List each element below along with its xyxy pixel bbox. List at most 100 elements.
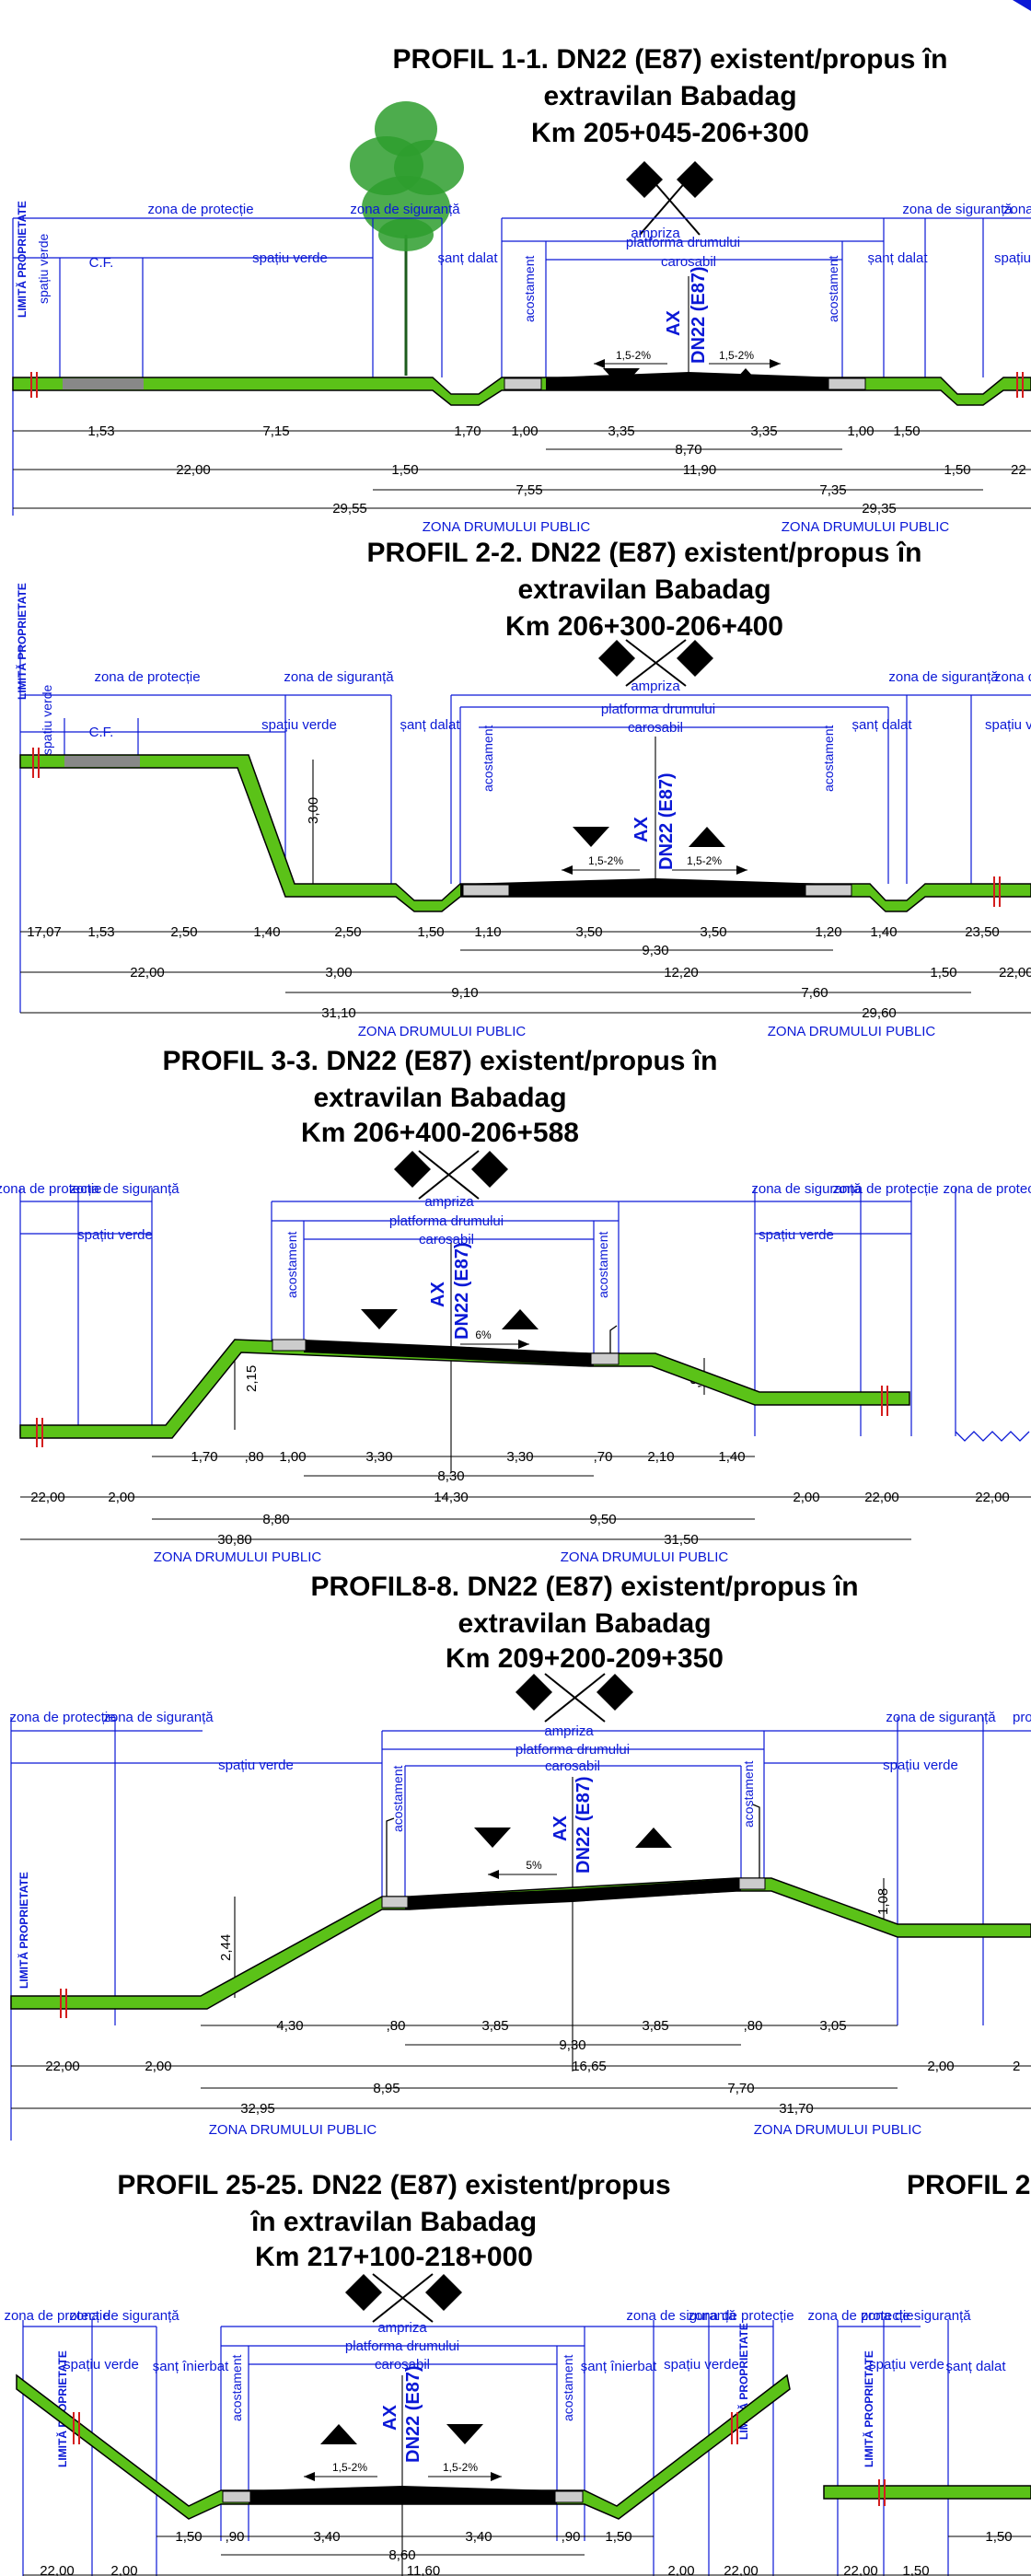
zone-label: zona de protecție	[807, 2308, 913, 2324]
dimension-label: 22,00	[40, 2563, 75, 2576]
shoulder-hatch	[828, 377, 866, 390]
dimension-label: 7,35	[819, 482, 846, 498]
profile-3-3: PROFIL 3-3. DN22 (E87) existent/propus î…	[0, 1046, 1031, 1565]
dimension-label: 22,00	[864, 1490, 899, 1505]
dimension-label: 30,80	[217, 1532, 252, 1548]
dimension-label: 3,40	[313, 2529, 340, 2545]
dimension-label: 2,00	[667, 2563, 694, 2576]
zone-label: ampriza	[424, 1194, 474, 1210]
dimension-label: 1,50	[175, 2529, 202, 2545]
zone-label: zona de siguranță	[626, 2308, 736, 2324]
dimension-label: 29,55	[332, 501, 367, 516]
profile-right-title: PROFIL 2	[907, 2170, 1030, 2200]
road-name-label: DN22 (E87)	[689, 266, 709, 364]
dimension-label: 1,50	[944, 462, 970, 478]
zone-label: zona de siguranță	[69, 2308, 180, 2324]
zone-label: ampriza	[631, 226, 680, 241]
height-label: 3,00	[306, 797, 321, 824]
shoulder-hatch	[504, 377, 542, 390]
profile-2-title-line3: Km 206+300-206+400	[505, 611, 783, 642]
road-name-label: DN22 (E87)	[656, 772, 677, 870]
ditch-label: șanț dalat	[867, 250, 928, 266]
zone-label: zona de protecție	[943, 1181, 1031, 1197]
profile-1-title-line1: PROFIL 1-1. DN22 (E87) existent/propus î…	[393, 44, 948, 75]
shoulder-label: acostament	[481, 725, 495, 792]
dimension-label: 22,00	[999, 965, 1031, 981]
dimension-label: 8,30	[437, 1468, 464, 1484]
road-name-label: DN22 (E87)	[403, 2365, 423, 2463]
dimension-label: 2	[1013, 2059, 1020, 2074]
dimension-label: 1,00	[511, 424, 538, 439]
dimension-label: 2,00	[927, 2059, 954, 2074]
ditch-label: șanț dalat	[851, 717, 912, 733]
zone-label: zona de siguranță	[103, 1710, 214, 1725]
railway-track	[63, 378, 144, 389]
railway-label: C.F.	[89, 255, 114, 271]
profile-3-title-line1: PROFIL 3-3. DN22 (E87) existent/propus î…	[163, 1046, 718, 1076]
dimension-label: 8,60	[388, 2547, 415, 2563]
pavement	[249, 2486, 557, 2504]
dimension-label: 22,00	[975, 1490, 1010, 1505]
ditch-label: șanț dalat	[437, 250, 498, 266]
dimension-label: 1,70	[454, 424, 481, 439]
dimension-label: 1,00	[847, 424, 874, 439]
area-label: spațiu verde	[759, 1227, 834, 1243]
zone-label: zona de siguranță	[888, 669, 999, 685]
crossed-flags-icon	[345, 2273, 462, 2323]
dimension-label: 29,60	[862, 1005, 897, 1021]
dimension-label: 3,35	[608, 424, 634, 439]
zone-label: zona de siguranță	[886, 1710, 996, 1725]
zone-brackets	[12, 217, 1031, 516]
dimension-label: 22,00	[30, 1490, 65, 1505]
dimension-label: 3,05	[819, 2018, 846, 2034]
slope-label: 1,5-2%	[687, 854, 722, 867]
dimension-label: 29,35	[862, 501, 897, 516]
shoulder-label: acostament	[821, 725, 836, 792]
dimension-label: 7,60	[801, 985, 828, 1001]
dimension-label: 2,50	[334, 924, 361, 940]
dimension-label: 31,70	[779, 2101, 814, 2117]
shoulder-hatch	[462, 884, 510, 897]
zone-label: carosabil	[628, 720, 683, 736]
dimension-label: 22,00	[724, 2563, 759, 2576]
profile-25-title-line2: în extravilan Babadag	[249, 2207, 537, 2237]
zone-label: zona de protecție	[688, 2308, 794, 2324]
ground-break-line	[955, 1431, 1030, 1442]
dimension-label: 8,70	[675, 442, 701, 458]
axis-label: AX	[631, 817, 652, 842]
dimension-label: 9,50	[589, 1512, 616, 1527]
dimension-label: 22,00	[843, 2563, 878, 2576]
area-label: spațiu verde	[40, 685, 54, 755]
zone-label: carosabil	[419, 1232, 474, 1247]
shoulder-hatch	[272, 1339, 307, 1352]
profile-25-title-line3: Km 217+100-218+000	[255, 2242, 533, 2272]
shoulder-label: acostament	[229, 2355, 244, 2421]
dimension-label: ,90	[562, 2529, 581, 2545]
dimension-label: 22,00	[176, 462, 211, 478]
profile-3-title-line3: Km 206+400-206+588	[301, 1118, 579, 1148]
dimension-label: 3,85	[481, 2018, 508, 2034]
dimension-label: 22,00	[45, 2059, 80, 2074]
pavement	[304, 1340, 594, 1366]
area-label: spațiu verde	[994, 250, 1031, 266]
ditch-label: șanț dalat	[945, 2359, 1006, 2374]
crossed-flags-icon	[394, 1150, 508, 1200]
dimension-label: 1,20	[815, 924, 841, 940]
zone-label: zona de protecție	[1003, 202, 1031, 217]
corner-mark	[1013, 0, 1031, 11]
property-limit-label: LIMITĂ PROPRIETATE	[15, 583, 29, 700]
dimension-label: 1,50	[417, 924, 444, 940]
level-marker-icon	[361, 1309, 398, 1329]
shoulder-hatch	[738, 1877, 766, 1890]
dimension-label: 3,85	[642, 2018, 668, 2034]
profile-8-title-line1: PROFIL8-8. DN22 (E87) existent/propus în	[310, 1572, 858, 1602]
area-label: spațiu verde	[36, 234, 51, 304]
profile-8-8: PROFIL8-8. DN22 (E87) existent/propus în…	[9, 1572, 1031, 2141]
dimension-lines	[23, 2535, 1031, 2576]
slope-label: 5%	[526, 1859, 542, 1872]
zone-brackets	[19, 644, 1031, 1013]
dimension-label: 3,50	[575, 924, 602, 940]
shoulder-hatch	[805, 884, 852, 897]
terrain-profile	[19, 754, 1031, 912]
